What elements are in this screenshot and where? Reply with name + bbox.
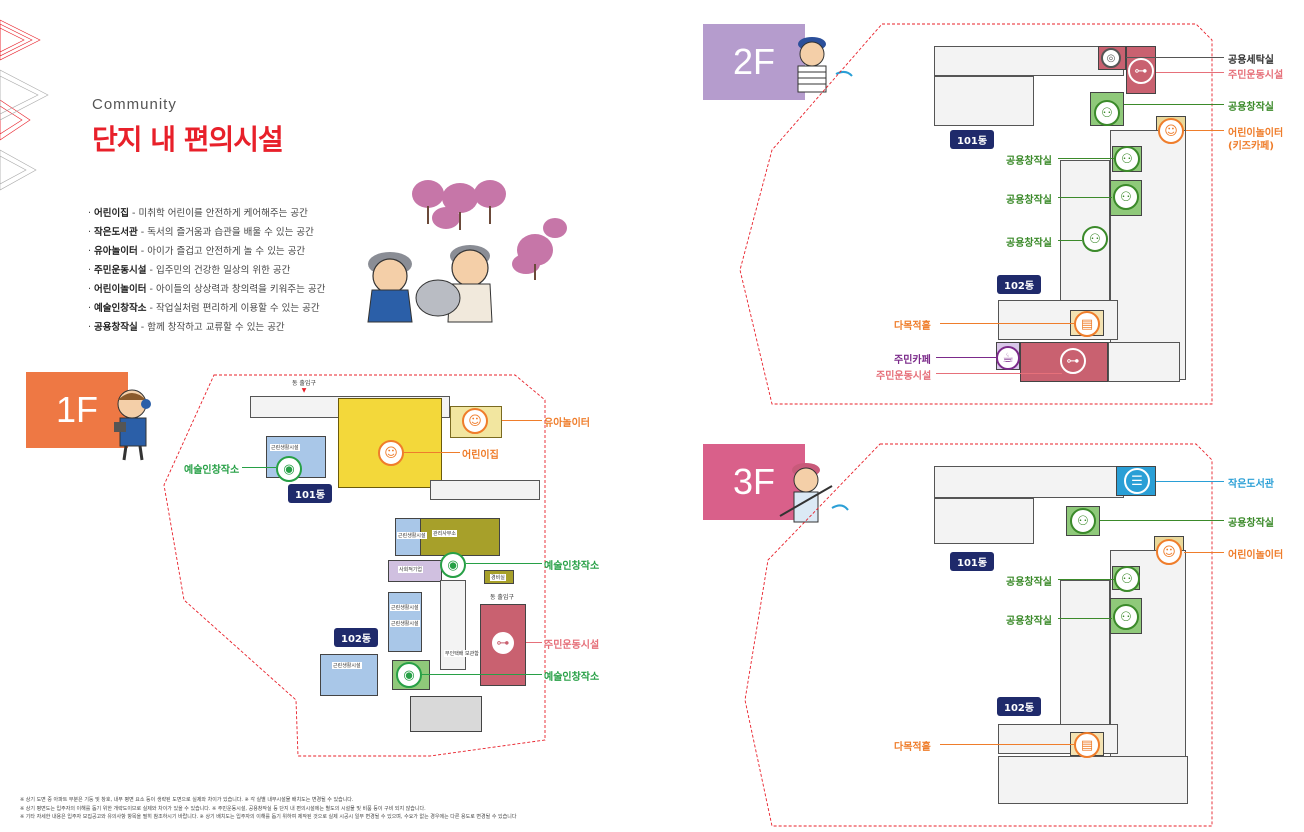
people-icon: ⚇ (1094, 100, 1120, 126)
room-tag: 근린생활시설 (270, 444, 300, 451)
dumbbell-icon: ⊶ (490, 630, 516, 656)
label-laundry: 공용세탁실 (1228, 55, 1274, 66)
1f-office-zone (420, 518, 500, 556)
footnotes: ※ 상기 도면 중 아파트 부분은 기둥 및 창호, 내부 평면 요소 등이 생… (20, 796, 680, 822)
label-gym: 주민운동시설 (544, 640, 600, 651)
list-item: · 어린이집 - 미취학 어린이를 안전하게 케어해주는 공간 (88, 208, 308, 219)
1f-entrance-top: 동 출입구▼ (292, 380, 316, 394)
people-icon: ⚇ (1082, 226, 1108, 252)
list-item: · 어린이놀이터 - 아이들의 상상력과 창의력을 키워주는 공간 (88, 284, 326, 295)
dumbbell-icon: ⊶ (1128, 58, 1154, 84)
people-icon: ⚇ (1113, 184, 1139, 210)
room-tag: 관리사무소 (432, 530, 458, 537)
label-kids-play: 어린이놀이터 (1228, 128, 1284, 139)
bldg-102-tag: 102동 (997, 275, 1042, 294)
label-infant-playground: 유아놀이터 (544, 418, 590, 429)
1f-entrance-mid: 동 출입구 (490, 594, 514, 601)
mascot-2f (797, 37, 853, 93)
label-studio-4: 공용창작실 (1006, 238, 1052, 249)
label-kids-play: 어린이놀이터 (1228, 550, 1284, 561)
3f-plan-bottom (998, 724, 1118, 754)
label-art-studio-a: 예술인창작소 (184, 465, 240, 476)
1f-corridor (430, 480, 540, 500)
washer-icon: ◎ (1101, 48, 1121, 68)
bldg-102-tag: 102동 (997, 697, 1042, 716)
label-studio-1: 공용창작실 (1228, 518, 1274, 529)
3f-plan-bottom-rows (998, 756, 1188, 804)
floor-badge-1f: 1F (26, 372, 128, 448)
people-icon: ⚇ (1113, 604, 1139, 630)
bldg-101-tag: 101동 (288, 484, 333, 503)
camera-icon: ◉ (276, 456, 302, 482)
label-library: 작은도서관 (1228, 479, 1274, 490)
section-kicker: Community (92, 96, 177, 113)
smile-icon: ☺ (378, 440, 404, 466)
list-item: · 공용창작실 - 함께 창작하고 교류할 수 있는 공간 (88, 322, 285, 333)
list-item: · 작은도서관 - 독서의 즐거움과 습관을 배울 수 있는 공간 (88, 227, 314, 238)
kids-illustration (367, 180, 567, 323)
label-multi-hall: 다목적홀 (894, 742, 931, 753)
hall-icon: ▤ (1074, 732, 1100, 758)
1f-parking (410, 696, 482, 732)
list-item: · 주민운동시설 - 입주민의 건강한 일상의 위한 공간 (88, 265, 291, 276)
label-gym-top: 주민운동시설 (1228, 70, 1284, 81)
room-tag: 무인택배 보관함 (444, 650, 480, 657)
room-tag: 근린생활시설 (332, 662, 362, 669)
label-gym-bottom: 주민운동시설 (876, 371, 932, 382)
list-item: · 예술인창작소 - 작업실처럼 편리하게 이용할 수 있는 공간 (88, 303, 320, 314)
facility-list: · 어린이집 - 미취학 어린이를 안전하게 케어해주는 공간 · 작은도서관 … (88, 204, 368, 337)
footnote: ※ 기타 자세한 내용은 입주자 모집공고와 유의사항 항목을 필히 참조하시기… (20, 814, 517, 820)
people-icon: ⚇ (1070, 508, 1096, 534)
3f-plan-102-wing (1060, 580, 1110, 750)
3f-plan-top-wing (934, 498, 1034, 544)
footnote: ※ 상기 평면도는 입주자의 이해를 돕기 위한 개략도이므로 실제와 차이가 … (20, 805, 426, 812)
hall-icon: ▤ (1074, 311, 1100, 337)
page-title: 단지 내 편의시설 (92, 123, 284, 156)
camera-icon: ◉ (396, 662, 422, 688)
2f-plan-top (934, 46, 1124, 76)
people-icon: ⚇ (1114, 566, 1140, 592)
label-art-studio-b: 예술인창작소 (544, 561, 600, 572)
footnote: ※ 상기 도면 중 아파트 부분은 기둥 및 창호, 내부 평면 요소 등이 생… (20, 797, 354, 803)
camera-icon: ◉ (440, 552, 466, 578)
room-tag: 경비실 (490, 574, 506, 581)
label-studio-2: 공용창작실 (1006, 156, 1052, 167)
3f-plan-top (934, 466, 1124, 498)
room-tag: 근린생활시설 (397, 532, 427, 539)
2f-plan-bottom-right (1108, 342, 1180, 382)
label-cafe: 주민카페 (894, 355, 931, 366)
label-studio-2: 공용창작실 (1006, 577, 1052, 588)
decorative-triangles (0, 19, 49, 191)
bldg-101-tag: 101동 (950, 552, 995, 571)
bldg-102-tag: 102동 (334, 628, 379, 647)
label-daycare: 어린이집 (462, 450, 499, 461)
2f-plan-top-wing (934, 76, 1034, 126)
smile-icon: ☺ (1158, 118, 1184, 144)
list-item: · 유아놀이터 - 아이가 즐겁고 안전하게 놀 수 있는 공간 (88, 246, 306, 257)
room-tag: 사회적기업 (398, 566, 424, 573)
cup-icon: ☕ (996, 346, 1020, 370)
label-studio-3: 공용창작실 (1006, 195, 1052, 206)
label-studio-3: 공용창작실 (1006, 616, 1052, 627)
1f-retail-c (320, 654, 378, 696)
smile-icon: ☺ (462, 408, 488, 434)
people-icon: ⚇ (1114, 146, 1140, 172)
label-kids-cafe: (키즈카페) (1228, 141, 1274, 152)
bldg-101-tag: 101동 (950, 130, 995, 149)
mascot-1f (114, 389, 151, 461)
books-icon: ☰ (1124, 468, 1150, 494)
label-multi-hall: 다목적홀 (894, 321, 931, 332)
room-tag: 근린생활시설 (390, 604, 420, 611)
dumbbell-icon: ⊶ (1060, 348, 1086, 374)
label-studio-1: 공용창작실 (1228, 102, 1274, 113)
room-tag: 근린생활시설 (390, 620, 420, 627)
smile-icon: ☺ (1156, 539, 1182, 565)
label-art-studio-c: 예술인창작소 (544, 672, 600, 683)
mascot-3f (779, 463, 849, 523)
